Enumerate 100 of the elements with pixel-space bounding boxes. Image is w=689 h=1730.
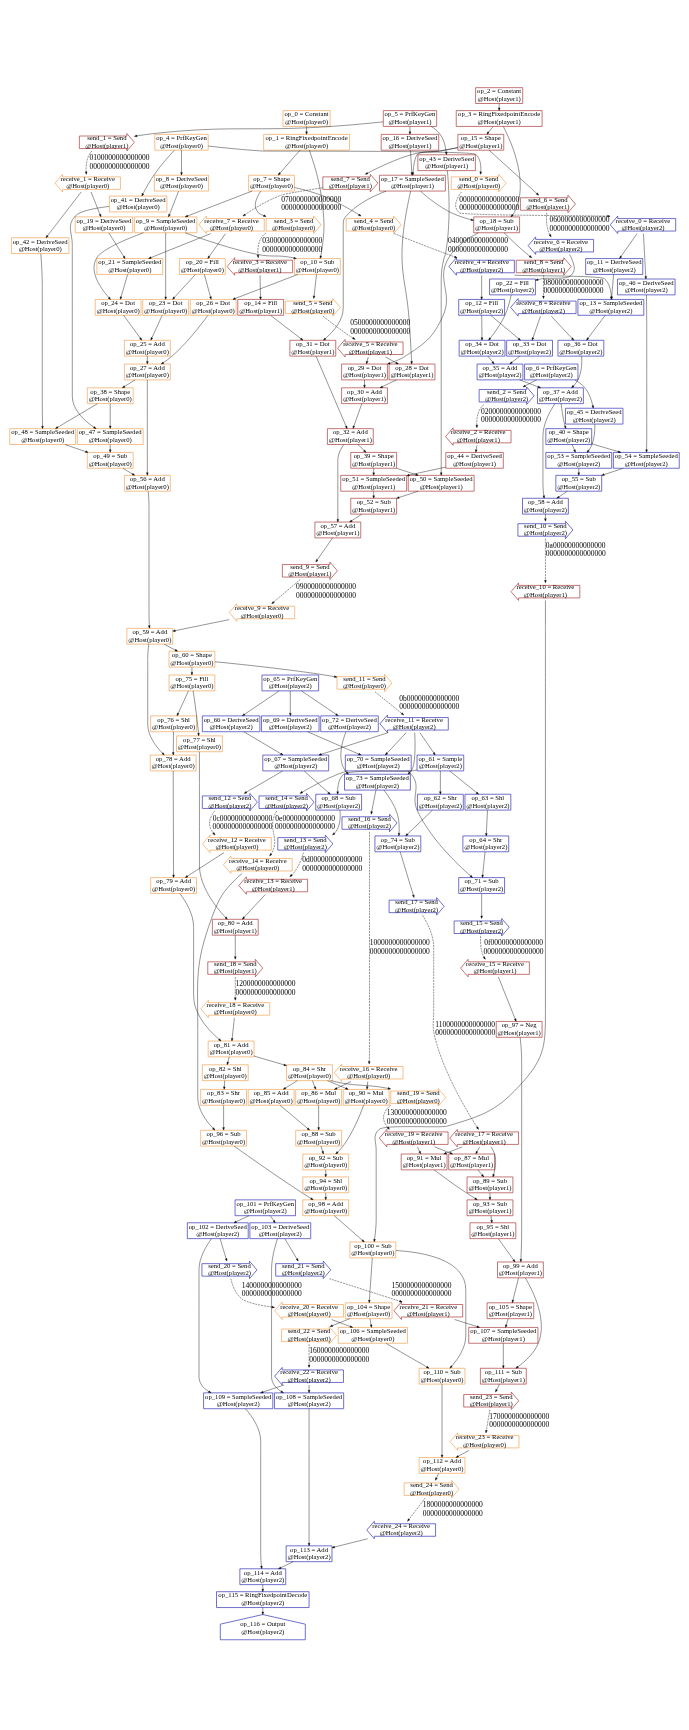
arrow — [387, 232, 479, 365]
arrow — [146, 379, 149, 476]
arrow — [233, 1145, 314, 1201]
arrow — [147, 644, 165, 756]
arrow — [219, 1238, 228, 1262]
arrow — [535, 254, 575, 281]
arrow — [289, 852, 304, 877]
arrow — [431, 126, 448, 155]
arrow — [55, 403, 98, 429]
arrow — [440, 170, 450, 476]
edge-label: 03000000000000000000000000000000 — [262, 236, 323, 254]
arrow — [645, 294, 648, 453]
edge-label: 08000000000000000000000000000000 — [543, 277, 604, 295]
arrow — [544, 513, 547, 522]
arrow — [232, 274, 298, 300]
arrow — [222, 1105, 225, 1131]
arrow — [610, 274, 614, 300]
arrow — [330, 1080, 391, 1090]
arrow — [366, 356, 369, 365]
arrow — [234, 934, 237, 960]
arrow — [486, 126, 494, 135]
arrow — [542, 403, 556, 499]
edge-label: 09000000000000000000000000000000 — [295, 582, 356, 600]
arrow — [435, 1473, 439, 1481]
arrow — [422, 915, 479, 1130]
arrow — [490, 1215, 493, 1223]
arrow — [475, 404, 484, 428]
arrow — [335, 1105, 364, 1155]
arrow — [294, 187, 362, 217]
arrow — [64, 444, 89, 453]
arrow — [477, 1169, 484, 1178]
arrow — [369, 1318, 373, 1328]
arrow — [209, 810, 216, 836]
arrow — [242, 690, 280, 716]
arrow — [270, 315, 304, 341]
arrow — [357, 444, 367, 453]
arrow — [109, 403, 112, 429]
arrow — [324, 1169, 327, 1178]
arrow — [308, 1384, 311, 1393]
arrow — [123, 315, 142, 341]
arrow — [255, 190, 267, 217]
edge-label: 0d000000000000000000000000000000 — [302, 855, 363, 873]
arrow — [148, 233, 211, 259]
arrow — [172, 274, 196, 300]
arrow — [407, 732, 416, 775]
arrow — [531, 316, 541, 341]
edge-label: 0b000000000000000000000000000000 — [399, 694, 460, 712]
arrow — [279, 1105, 310, 1131]
arrow — [320, 1145, 324, 1155]
arrow — [419, 732, 436, 756]
arrow — [643, 233, 647, 280]
arrow — [544, 538, 547, 584]
edge-label: 13000000000000000000000000000000 — [386, 1108, 447, 1126]
arrow — [368, 1257, 373, 1303]
arrow — [261, 1607, 264, 1615]
arrow — [85, 150, 93, 175]
edge-label: 06000000000000000000000000000000 — [549, 215, 610, 233]
arrow — [234, 976, 237, 1001]
arrow — [586, 423, 596, 453]
arrow — [336, 444, 344, 523]
arrow — [411, 147, 459, 176]
arrow — [172, 619, 230, 632]
arrow — [164, 644, 178, 652]
arrow — [245, 1408, 263, 1569]
arrow — [571, 444, 576, 453]
arrow — [487, 355, 495, 365]
arrow — [305, 126, 308, 135]
arrow — [329, 1278, 403, 1303]
arrow — [185, 852, 225, 878]
arrow — [591, 443, 622, 453]
edge-label: 18000000000000000000000000000000 — [422, 1500, 483, 1518]
arrow — [365, 147, 459, 175]
arrow — [574, 379, 594, 409]
edge-label: 02000000000000000000000000000000 — [481, 406, 542, 425]
arrow — [519, 1037, 522, 1263]
arrow — [577, 468, 580, 476]
arrow — [315, 356, 348, 429]
arrow — [440, 1383, 444, 1458]
arrow — [546, 212, 552, 238]
arrow — [332, 810, 341, 836]
arrow — [586, 315, 606, 341]
arrow — [172, 770, 175, 878]
arrow — [317, 1105, 320, 1131]
edge-label: 01000000000000000000000000000000 — [89, 153, 150, 171]
arrow — [542, 275, 545, 299]
arrow — [230, 1278, 275, 1309]
arrow — [379, 379, 397, 388]
edge-label: 10000000000000000000000000000000 — [369, 938, 430, 956]
arrow — [340, 731, 349, 775]
arrow — [308, 1344, 311, 1368]
arrow — [269, 810, 278, 857]
arrow — [259, 275, 262, 300]
arrow — [503, 232, 532, 258]
arrow — [312, 1080, 316, 1090]
arrow — [242, 894, 266, 920]
arrow — [334, 1081, 352, 1090]
arrow — [256, 232, 267, 258]
arrow — [619, 233, 638, 259]
arrow — [242, 187, 323, 217]
arrow — [147, 491, 151, 629]
